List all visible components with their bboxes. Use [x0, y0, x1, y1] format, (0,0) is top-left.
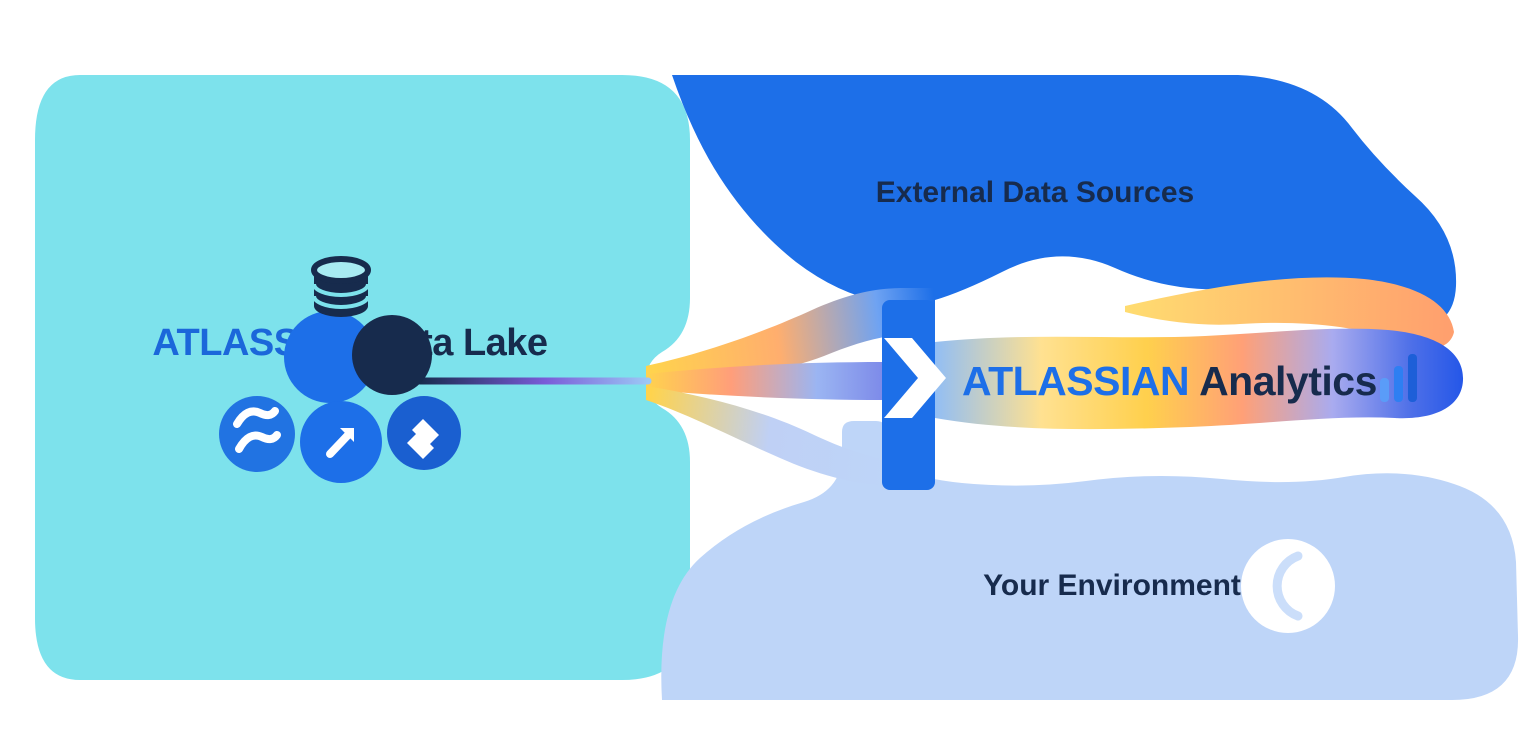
- ribbon-analytics: [935, 328, 1464, 430]
- environment-circle-icon: [1241, 539, 1335, 633]
- external-sources-blob: [672, 75, 1457, 490]
- data-lake-product: Data Lake: [372, 322, 549, 364]
- analytics-brand: ATLASSIAN: [962, 358, 1190, 404]
- environment-blob: [661, 421, 1519, 700]
- environment-label: Your Environment: [983, 569, 1241, 602]
- ribbon-down: [646, 386, 888, 486]
- analytics-product: Analytics: [1199, 358, 1377, 404]
- ribbon-mid: [646, 362, 884, 400]
- external-sources-label: External Data Sources: [875, 176, 1195, 209]
- data-lake-brand: ATLASSIAN: [152, 322, 363, 364]
- ribbon-up: [646, 288, 935, 382]
- bar-chart-icon: [1380, 354, 1417, 402]
- flow-arrow-icon: [884, 338, 946, 418]
